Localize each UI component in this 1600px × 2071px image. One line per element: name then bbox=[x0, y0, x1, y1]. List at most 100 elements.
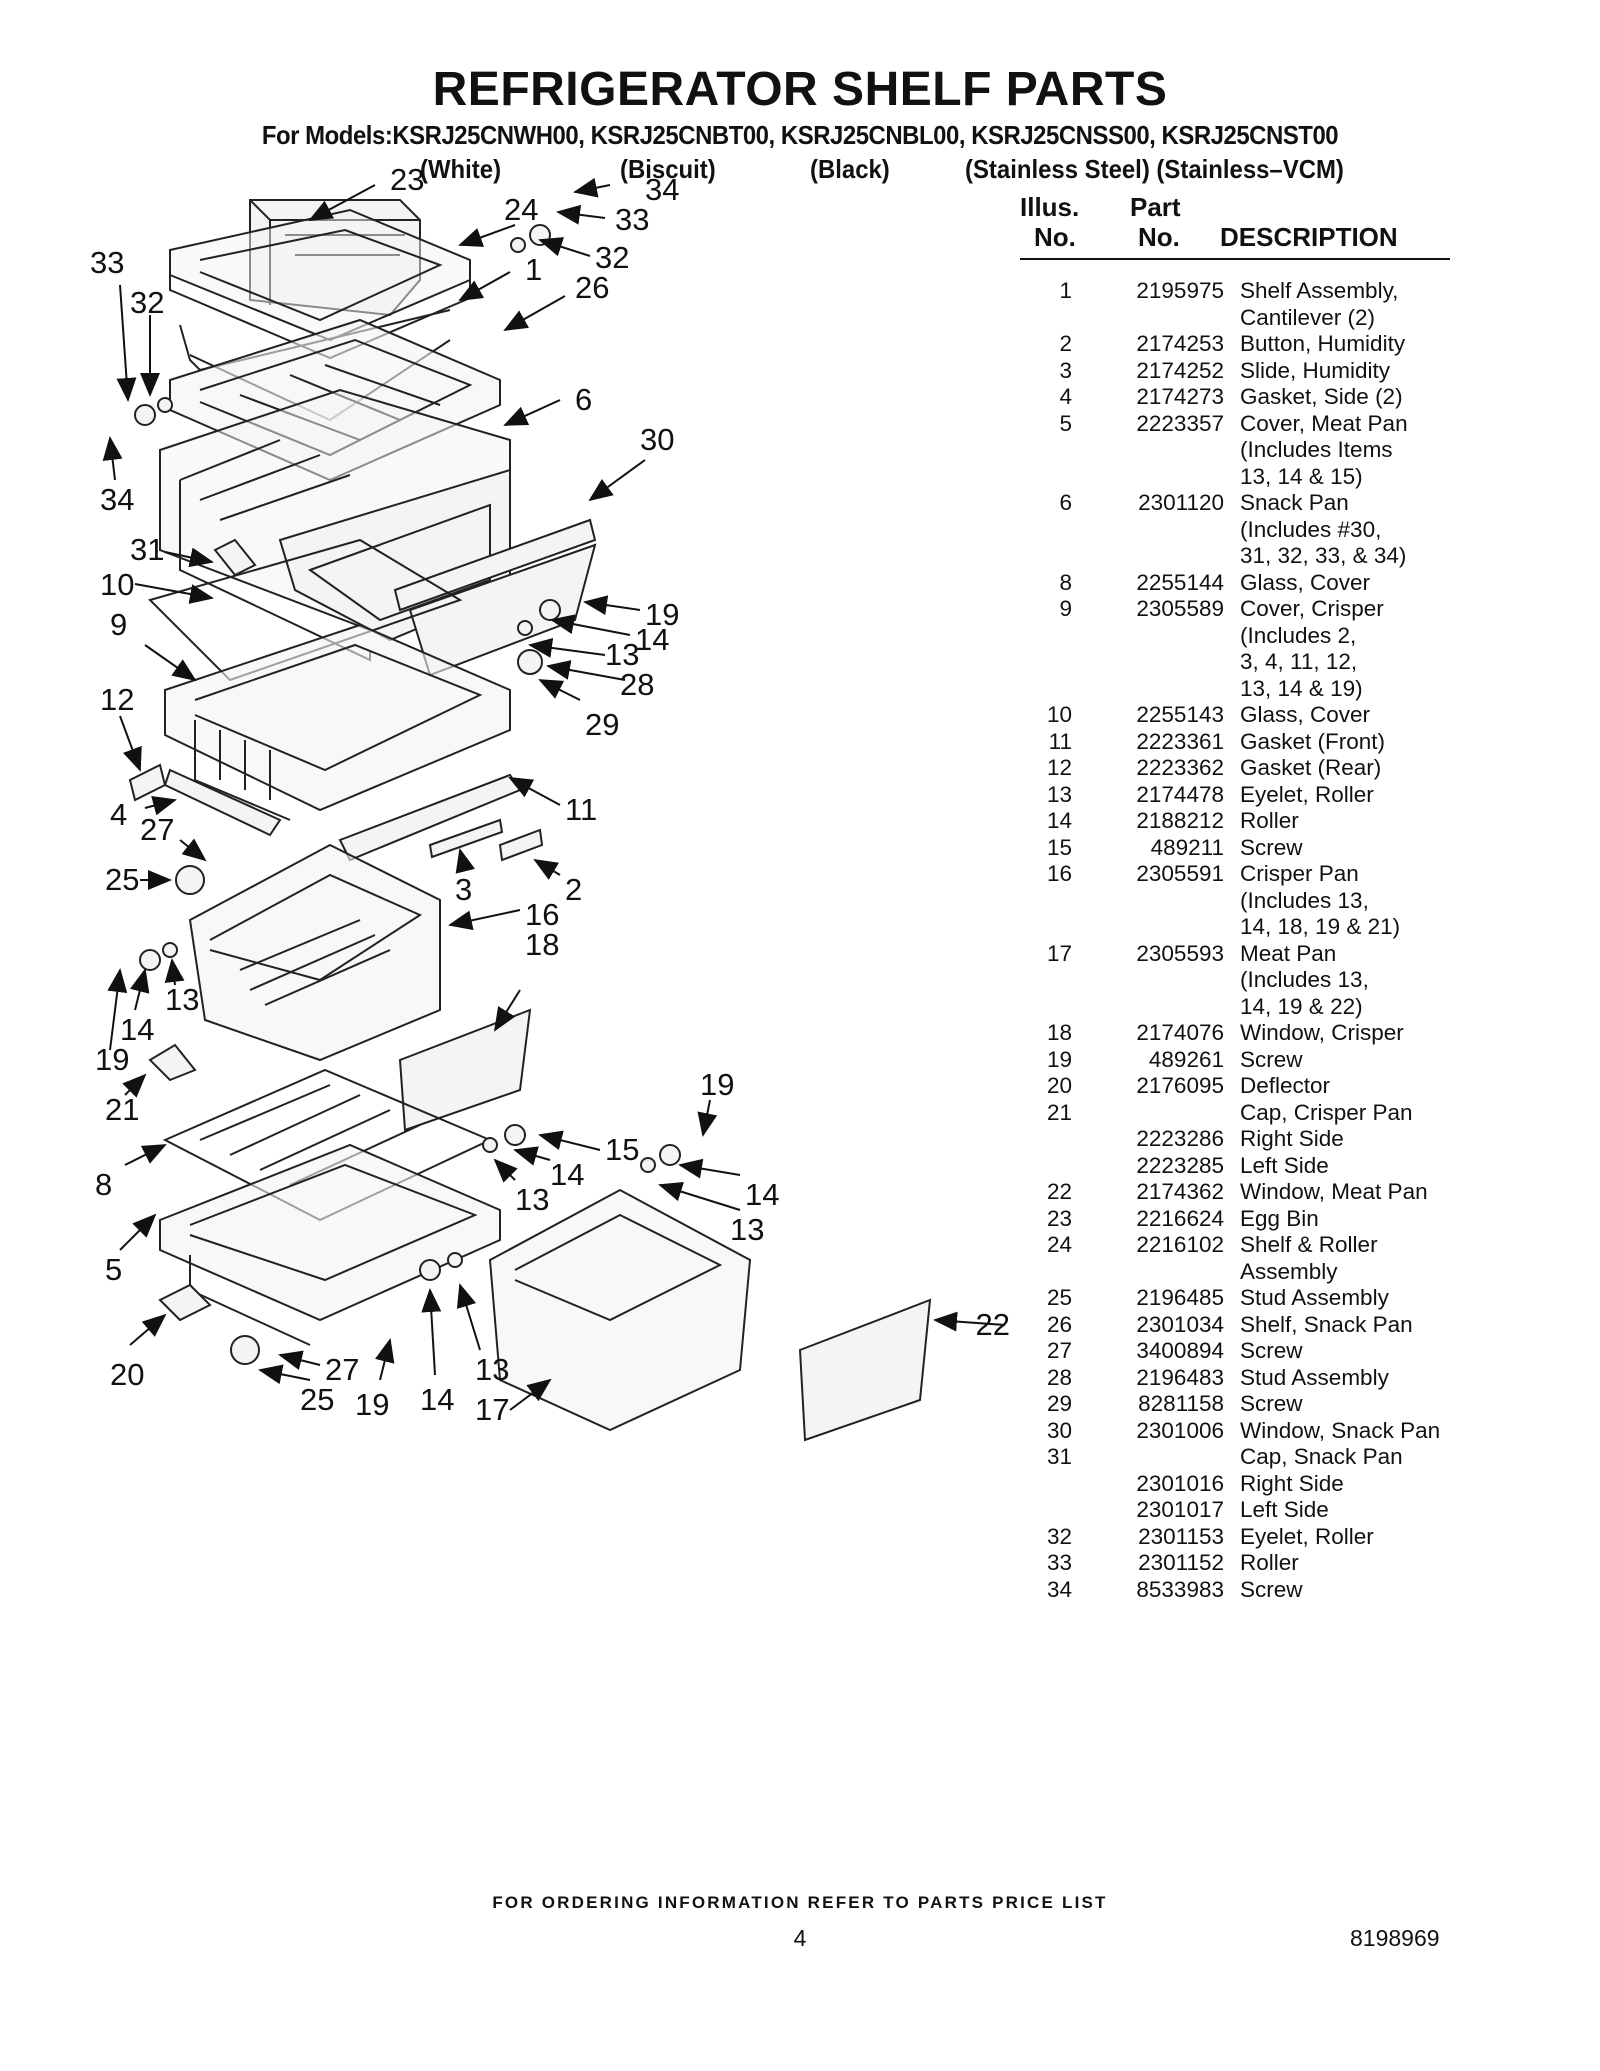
callout-15: 15 bbox=[605, 1132, 639, 1167]
part-description: Gasket (Front) bbox=[1240, 728, 1386, 754]
part-number: 2301017 bbox=[1136, 1497, 1224, 1522]
part-number: 2188212 bbox=[1136, 808, 1224, 833]
part-number: 2301006 bbox=[1136, 1417, 1224, 1443]
illus-number: 10 bbox=[1046, 702, 1072, 727]
illus-number: 25 bbox=[1046, 1285, 1072, 1310]
part-description: Deflector bbox=[1240, 1073, 1331, 1098]
part-number: 2174478 bbox=[1136, 781, 1224, 807]
illus-number: 23 bbox=[1046, 1205, 1072, 1231]
finish-list: (White) (Biscuit) (Black) (Stainless Ste… bbox=[0, 154, 1600, 186]
part-number: 2223357 bbox=[1136, 410, 1224, 436]
callout-19-left: 19 bbox=[95, 1042, 129, 1077]
part-number: 2255144 bbox=[1136, 569, 1224, 595]
part-number: 2174253 bbox=[1136, 331, 1224, 356]
callout-27-bottom: 27 bbox=[325, 1352, 359, 1387]
illus-header-line1: Illus. bbox=[1020, 192, 1080, 222]
part-description: Cover, Meat Pan (Includes Items 13, 14 &… bbox=[1240, 410, 1408, 489]
part-number: 3400894 bbox=[1136, 1338, 1224, 1363]
illus-header-line2: No. bbox=[1034, 222, 1076, 252]
callout-14-center: 14 bbox=[550, 1157, 584, 1192]
callout-16: 16 bbox=[525, 897, 559, 932]
illus-number: 5 bbox=[1059, 410, 1072, 436]
illus-number: 24 bbox=[1046, 1232, 1072, 1257]
part-description: Gasket, Side (2) bbox=[1240, 384, 1403, 409]
part-description: Cap, Snack Pan bbox=[1240, 1444, 1403, 1469]
finish-stainless: (Stainless Steel) (Stainless–VCM) bbox=[965, 154, 1344, 184]
part-number: 2174252 bbox=[1136, 357, 1224, 383]
illus-number: 9 bbox=[1059, 596, 1072, 621]
part-number: 2305593 bbox=[1136, 940, 1224, 966]
callout-4: 4 bbox=[110, 797, 127, 832]
part-number: 489261 bbox=[1148, 1046, 1224, 1072]
part-number: 2301152 bbox=[1138, 1550, 1224, 1575]
part-description: Screw bbox=[1240, 1391, 1303, 1416]
illus-number: 20 bbox=[1046, 1073, 1072, 1098]
illus-number: 11 bbox=[1048, 728, 1072, 754]
callout-26: 26 bbox=[575, 270, 609, 305]
part-description: Shelf Assembly, Cantilever (2) bbox=[1240, 278, 1399, 330]
page-title: REFRIGERATOR SHELF PARTS bbox=[432, 63, 1168, 116]
illus-number: 19 bbox=[1046, 1046, 1072, 1072]
part-description: Screw bbox=[1240, 1576, 1303, 1602]
part-description: Eyelet, Roller bbox=[1240, 1523, 1374, 1549]
part-description: Right Side bbox=[1240, 1126, 1344, 1151]
part-description: Right Side bbox=[1240, 1470, 1344, 1496]
callout-6: 6 bbox=[575, 382, 592, 417]
snack-pan-cap-drawing bbox=[213, 538, 257, 577]
exploded-parts-diagram: 23 24 34 33 32 1 26 33 32 34 6 30 31 10 … bbox=[90, 162, 1010, 1442]
illus-number: 26 bbox=[1046, 1311, 1072, 1337]
illus-number: 30 bbox=[1046, 1417, 1072, 1443]
illus-number: 3 bbox=[1059, 357, 1072, 383]
part-description: Stud Assembly bbox=[1240, 1364, 1389, 1390]
callout-18: 18 bbox=[525, 927, 559, 962]
part-description: Roller bbox=[1240, 808, 1299, 833]
part-number: 2223285 bbox=[1136, 1152, 1224, 1178]
part-description: Window, Crisper bbox=[1240, 1020, 1404, 1045]
illus-number: 17 bbox=[1046, 940, 1072, 966]
callout-1: 1 bbox=[525, 252, 542, 287]
part-number: 2305591 bbox=[1136, 861, 1224, 886]
callout-24: 24 bbox=[504, 192, 538, 227]
illus-number: 6 bbox=[1059, 490, 1072, 515]
callout-29: 29 bbox=[585, 707, 619, 742]
callout-14-left: 14 bbox=[120, 1012, 154, 1047]
callout-3: 3 bbox=[455, 872, 472, 907]
callout-23: 23 bbox=[390, 162, 424, 197]
illus-number: 2 bbox=[1059, 331, 1072, 356]
callout-32-top: 32 bbox=[595, 240, 629, 275]
callout-12: 12 bbox=[100, 682, 134, 717]
meat-pan-window-drawing bbox=[798, 1298, 932, 1442]
part-description: Roller bbox=[1240, 1550, 1299, 1575]
callout-2: 2 bbox=[565, 872, 582, 907]
description-header: DESCRIPTION bbox=[1220, 222, 1398, 252]
part-number: 2176095 bbox=[1136, 1073, 1224, 1098]
callout-14-right: 14 bbox=[745, 1177, 779, 1212]
callout-14-bottom: 14 bbox=[420, 1382, 454, 1417]
part-number: 2255143 bbox=[1136, 702, 1224, 727]
callout-20: 20 bbox=[110, 1357, 144, 1392]
illus-number: 18 bbox=[1046, 1020, 1072, 1045]
part-number: 2196483 bbox=[1136, 1364, 1224, 1390]
part-number: 2174273 bbox=[1136, 384, 1224, 409]
callout-32-left: 32 bbox=[130, 285, 164, 320]
part-description: Crisper Pan (Includes 13, 14, 18, 19 & 2… bbox=[1240, 861, 1401, 939]
